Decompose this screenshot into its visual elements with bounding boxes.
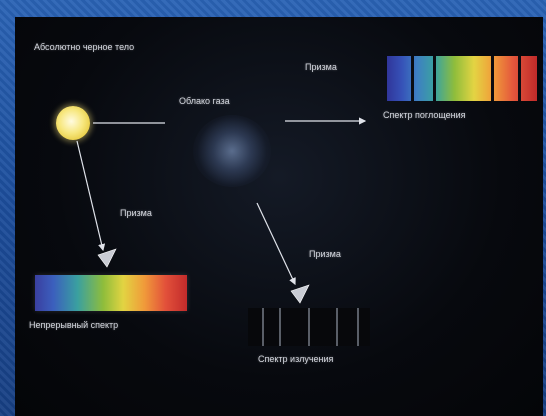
gas-cloud-label: Облако газа <box>179 96 230 106</box>
prism-right-label: Призма <box>309 249 341 259</box>
absorption-line <box>518 56 521 101</box>
prism-left-label: Призма <box>120 208 152 218</box>
prism-right-icon <box>290 284 310 304</box>
emission-spectrum-label: Спектр излучения <box>258 354 334 364</box>
absorption-line <box>491 56 494 101</box>
absorption-spectrum <box>387 56 537 101</box>
absorption-line <box>411 56 414 101</box>
emission-line <box>262 308 264 346</box>
blackbody-source <box>56 106 90 140</box>
prism-left-icon <box>97 248 117 268</box>
emission-line <box>357 308 359 346</box>
diagram-panel: Абсолютно черное тело Облако газа Призма… <box>15 17 543 416</box>
continuous-spectrum <box>35 275 187 311</box>
ray-cloud-to-prism-right <box>256 202 296 286</box>
gas-cloud <box>193 115 271 187</box>
absorption-line <box>433 56 436 101</box>
continuous-spectrum-label: Непрерывный спектр <box>29 320 119 330</box>
ray-star-to-prism-left <box>76 140 106 252</box>
emission-spectrum <box>248 308 370 346</box>
arrows-and-prisms <box>76 117 367 304</box>
blackbody-label: Абсолютно черное тело <box>34 42 135 52</box>
emission-line <box>308 308 310 346</box>
emission-line <box>336 308 338 346</box>
prism-top-label: Призма <box>305 62 337 72</box>
emission-line <box>279 308 281 346</box>
absorption-spectrum-label: Спектр поглощения <box>383 110 466 120</box>
